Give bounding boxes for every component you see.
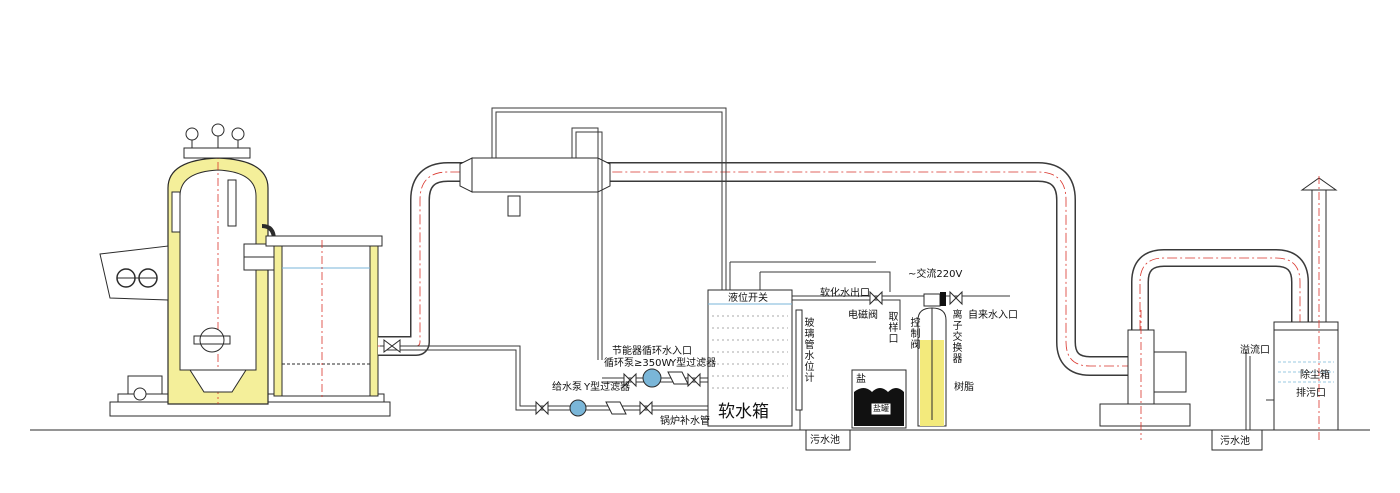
label-feed-pump: 给水泵	[552, 382, 582, 393]
circulation-pump-icon	[642, 368, 662, 388]
label-brine-tank: 盐罐	[873, 404, 889, 413]
label-solenoid-valve: 电磁阀	[848, 310, 878, 321]
dust-collector	[1273, 176, 1339, 440]
y-filter-icon	[605, 401, 627, 415]
sewage-pit-1	[805, 429, 851, 451]
label-overflow: 溢流口	[1240, 345, 1270, 356]
control-valve-head	[923, 293, 941, 307]
manhole-icon	[199, 327, 225, 353]
label-sewage-2: 污水池	[1220, 436, 1250, 447]
sewage-pit-2	[1211, 429, 1263, 451]
label-sight-glass: 玻璃管水位计	[804, 318, 815, 384]
valve-icon	[535, 400, 549, 416]
pressure-gauge-icon	[185, 127, 199, 141]
soft-tank-body	[707, 289, 793, 427]
brine-tank	[851, 369, 907, 429]
economizer	[459, 157, 611, 217]
label-soft-tank: 软水箱	[718, 402, 769, 422]
label-level-switch: 液位开关	[728, 293, 768, 304]
label-boiler-makeup: 锅炉补水管	[660, 416, 710, 427]
label-softened-outlet: 软化水出口	[820, 288, 870, 299]
economizer-body	[471, 157, 599, 193]
label-dust-box: 除尘箱	[1300, 370, 1330, 381]
feed-pump-icon	[569, 399, 587, 417]
pressure-gauge-icon	[231, 127, 245, 141]
label-y-filter-1: Y型过滤器	[670, 358, 717, 369]
label-sampling: 取样口	[888, 312, 899, 345]
valve-icon	[383, 339, 401, 353]
label-resin: 树脂	[954, 382, 974, 393]
ion-exchanger	[917, 292, 947, 427]
flue-duct	[378, 162, 1309, 376]
label-y-filter-2: Y型过滤器	[584, 382, 631, 393]
sight-glass	[795, 309, 803, 411]
valve-icon	[639, 400, 653, 416]
boiler	[99, 123, 391, 417]
label-tap-inlet: 自来水入口	[968, 310, 1018, 321]
valve-icon	[623, 372, 637, 388]
label-ion-exchanger: 离子交换器	[952, 310, 963, 365]
boiler-water-tank	[265, 235, 383, 400]
chimney	[1311, 185, 1327, 323]
label-ac220: ~交流220V	[908, 269, 963, 280]
valves	[383, 290, 963, 417]
label-drain: 排污口	[1296, 388, 1326, 399]
label-sewage-1: 污水池	[810, 435, 840, 446]
label-salt: 盐	[856, 374, 866, 385]
label-econ-inlet: 节能器循环水入口	[612, 346, 692, 357]
valve-icon	[949, 290, 963, 306]
induced-draft-fan	[1099, 310, 1191, 440]
y-filter-icon	[667, 371, 689, 385]
pressure-gauge-icon	[211, 123, 225, 137]
soft-water-tank	[707, 289, 803, 427]
valve-icon	[687, 372, 701, 388]
valve-icon	[869, 290, 883, 306]
label-control-valve: 控制阀	[910, 318, 921, 351]
tank-body	[273, 245, 379, 397]
label-circ-pump: 循环泵≥350W	[604, 358, 672, 369]
